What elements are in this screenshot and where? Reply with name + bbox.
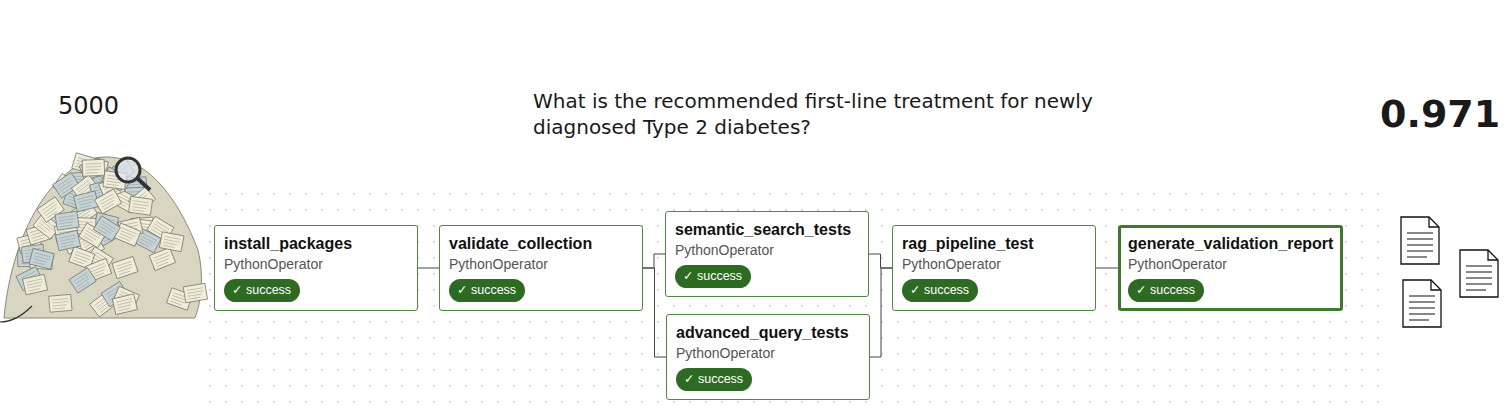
pile-mound	[4, 157, 201, 318]
task-name: advanced_query_tests	[676, 323, 860, 343]
task-box: install_packagesPythonOperator ✓ success	[214, 225, 418, 311]
paper-sheet	[183, 283, 207, 302]
dependency-line	[418, 268, 439, 269]
magnifier-handle	[137, 178, 150, 190]
paper-sheet	[23, 274, 48, 294]
task-name: install_packages	[224, 234, 408, 254]
dependency-line	[643, 254, 665, 268]
task-name: generate_validation_report	[1128, 234, 1333, 254]
status-badge: ✓ success	[902, 273, 1086, 302]
paper-sheet	[82, 159, 105, 176]
dependency-line	[1096, 268, 1118, 269]
paper-sheet	[112, 294, 137, 315]
paper-sheet	[129, 196, 153, 215]
status-pill: ✓ success	[902, 279, 978, 302]
operator-type: PythonOperator	[675, 241, 859, 259]
task-name: validate_collection	[449, 234, 633, 254]
paper-sheet	[69, 268, 96, 293]
status-pill: ✓ success	[1128, 279, 1204, 302]
status-badge: ✓ success	[676, 362, 860, 391]
dependency-line	[869, 254, 892, 268]
dependency-line	[870, 268, 892, 357]
dependency-line	[643, 268, 666, 357]
operator-type: PythonOperator	[449, 255, 633, 273]
task-box: advanced_query_testsPythonOperator ✓ succ…	[666, 314, 870, 400]
paper-sheet	[79, 158, 105, 181]
operator-type: PythonOperator	[676, 344, 860, 362]
status-pill: ✓ success	[224, 279, 300, 302]
dot-grid	[207, 183, 1392, 405]
wire	[0, 306, 32, 322]
operator-type: PythonOperator	[902, 255, 1086, 273]
paper-sheet	[159, 232, 184, 252]
status-pill: ✓ success	[676, 368, 752, 391]
status-badge: ✓ success	[224, 273, 408, 302]
question-text: What is the recommended first-line treat…	[533, 88, 1133, 140]
document-icons	[1401, 217, 1498, 327]
status-pill: ✓ success	[449, 279, 525, 302]
metric-number: 5000	[58, 91, 119, 122]
operator-type: PythonOperator	[224, 255, 408, 273]
status-badge: ✓ success	[675, 259, 859, 288]
task-name: semantic_search_tests	[675, 220, 859, 240]
status-pill: ✓ success	[675, 265, 751, 288]
task-box: generate_validation_reportPythonOperator…	[1118, 225, 1343, 311]
task-box: rag_pipeline_testPythonOperator ✓ success	[892, 225, 1096, 311]
paper-pile-illustration	[0, 153, 208, 322]
paper-sheet	[29, 248, 54, 269]
paper-sheet	[55, 211, 79, 230]
task-name: rag_pipeline_test	[902, 234, 1086, 254]
task-box: validate_collectionPythonOperator ✓ succe…	[439, 225, 643, 311]
task-box: semantic_search_testsPythonOperator ✓ suc…	[665, 211, 869, 297]
paper-sheet	[112, 256, 138, 278]
paper-sheet	[95, 189, 122, 214]
status-badge: ✓ success	[449, 273, 633, 302]
magnifier-lens	[116, 158, 140, 182]
status-badge: ✓ success	[1128, 273, 1333, 302]
metric-number: 0.971	[1380, 90, 1500, 139]
paper-sheet	[93, 216, 120, 241]
paper-sheet	[56, 230, 81, 250]
paper-sheet	[49, 294, 72, 312]
operator-type: PythonOperator	[1128, 255, 1333, 273]
